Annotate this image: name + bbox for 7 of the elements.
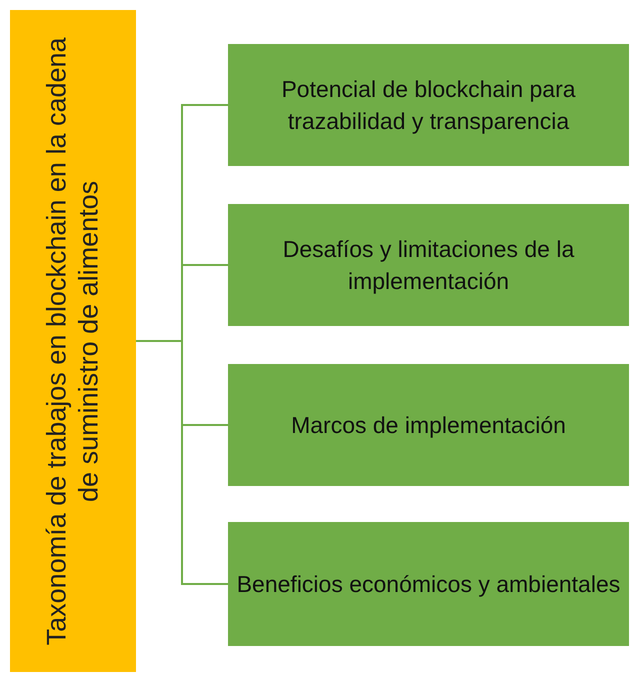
category-box: Potencial de blockchain para trazabilidad y transparencia <box>228 44 629 166</box>
title-box <box>10 10 136 672</box>
category-box: Beneficios económicos y ambientales <box>228 522 629 646</box>
connector-line <box>136 340 228 585</box>
title-text: Taxonomía de trabajos en blockchain en la cadena de suministro de alimentos <box>40 36 105 647</box>
category-box: Desafíos y limitaciones de la implementación <box>228 204 629 326</box>
category-box: Marcos de implementación <box>228 364 629 486</box>
